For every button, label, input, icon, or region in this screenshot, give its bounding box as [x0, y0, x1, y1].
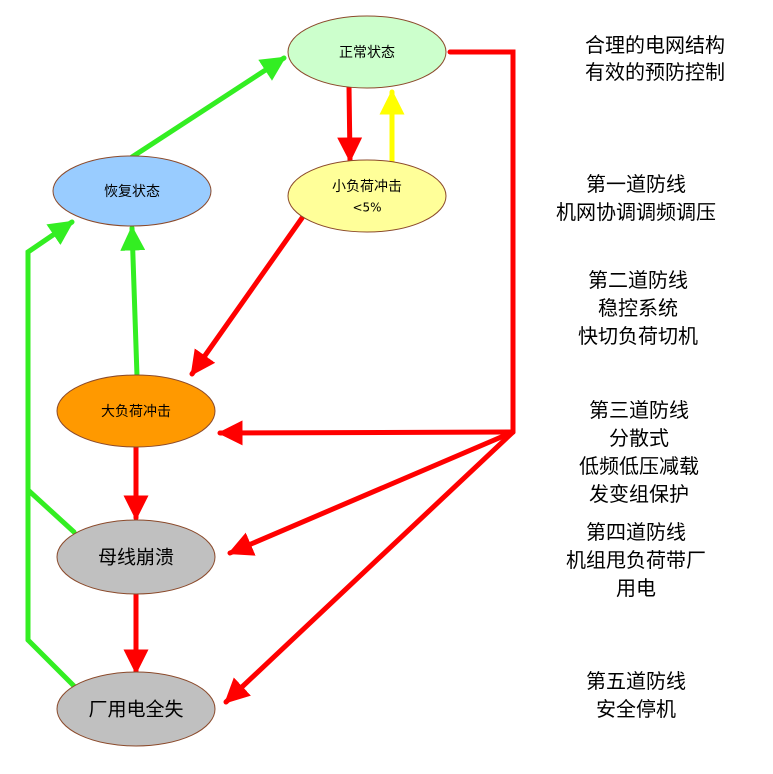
node-large-load-impact: 大负荷冲击	[56, 374, 216, 448]
note-5-line-0: 第五道防线	[586, 669, 686, 693]
arrow-left-loop-to-recovery	[25, 219, 75, 643]
node-bus-label: 母线崩溃	[98, 547, 174, 569]
note-third-defense-line: 第三道防线 分散式 低频低压减载 发变组保护	[579, 398, 699, 506]
line-normal-right-branch	[447, 49, 516, 435]
note-4-line-2: 用电	[616, 576, 656, 600]
note-3-line-0: 第三道防线	[589, 398, 689, 422]
note-3-line-1: 分散式	[609, 426, 669, 450]
note-2-line-1: 稳控系统	[598, 296, 678, 320]
arrow-branch-to-bus	[227, 429, 516, 556]
fault-connectors	[123, 49, 516, 705]
note-first-defense-line: 第一道防线 机网协调调频调压	[556, 172, 716, 224]
note-2-line-0: 第二道防线	[588, 268, 688, 292]
node-recovery-state: 恢复状态	[52, 155, 212, 227]
note-4-line-0: 第四道防线	[586, 520, 686, 544]
node-small-threshold: <5%	[352, 201, 381, 215]
note-fourth-defense-line: 第四道防线 机组甩负荷带厂 用电	[566, 520, 706, 600]
arrow-large-to-recovery	[120, 225, 146, 379]
arrow-normal-to-small	[337, 83, 363, 163]
node-recovery-label: 恢复状态	[104, 183, 160, 200]
node-small-label: 小负荷冲击	[332, 179, 402, 195]
note-0-line-0: 合理的电网结构	[585, 33, 725, 57]
node-station-power-loss: 厂用电全失	[56, 671, 216, 747]
note-4-line-1: 机组甩负荷带厂	[566, 548, 706, 572]
arrow-branch-to-station	[223, 429, 516, 705]
line-station-to-left-loop	[25, 637, 77, 689]
node-bus-collapse: 母线崩溃	[56, 519, 216, 595]
recovery-connectors	[25, 55, 287, 689]
arrow-branch-to-large	[217, 420, 516, 446]
note-1-line-0: 第一道防线	[586, 172, 686, 196]
note-0-line-1: 有效的预防控制	[585, 60, 725, 84]
note-2-line-2: 快切负荷切机	[578, 324, 698, 348]
note-5-line-1: 安全停机	[596, 697, 676, 721]
node-large-label: 大负荷冲击	[101, 404, 171, 420]
node-normal-label: 正常状态	[339, 45, 395, 61]
note-second-defense-line: 第二道防线 稳控系统 快切负荷切机	[578, 268, 698, 348]
note-fifth-defense-line: 第五道防线 安全停机	[586, 669, 686, 721]
note-3-line-3: 发变组保护	[589, 482, 689, 506]
arrow-small-to-large	[189, 215, 305, 377]
node-station-label: 厂用电全失	[88, 699, 183, 721]
node-normal-state: 正常状态	[287, 15, 447, 89]
node-small-load-impact: 小负荷冲击 <5%	[287, 159, 447, 233]
line-bus-to-left-loop	[25, 487, 77, 535]
note-3-line-2: 低频低压减载	[579, 454, 699, 478]
note-preventive-control: 合理的电网结构 有效的预防控制	[585, 33, 725, 84]
note-1-line-1: 机网协调调频调压	[556, 200, 716, 224]
arrow-recovery-to-normal	[129, 55, 287, 160]
